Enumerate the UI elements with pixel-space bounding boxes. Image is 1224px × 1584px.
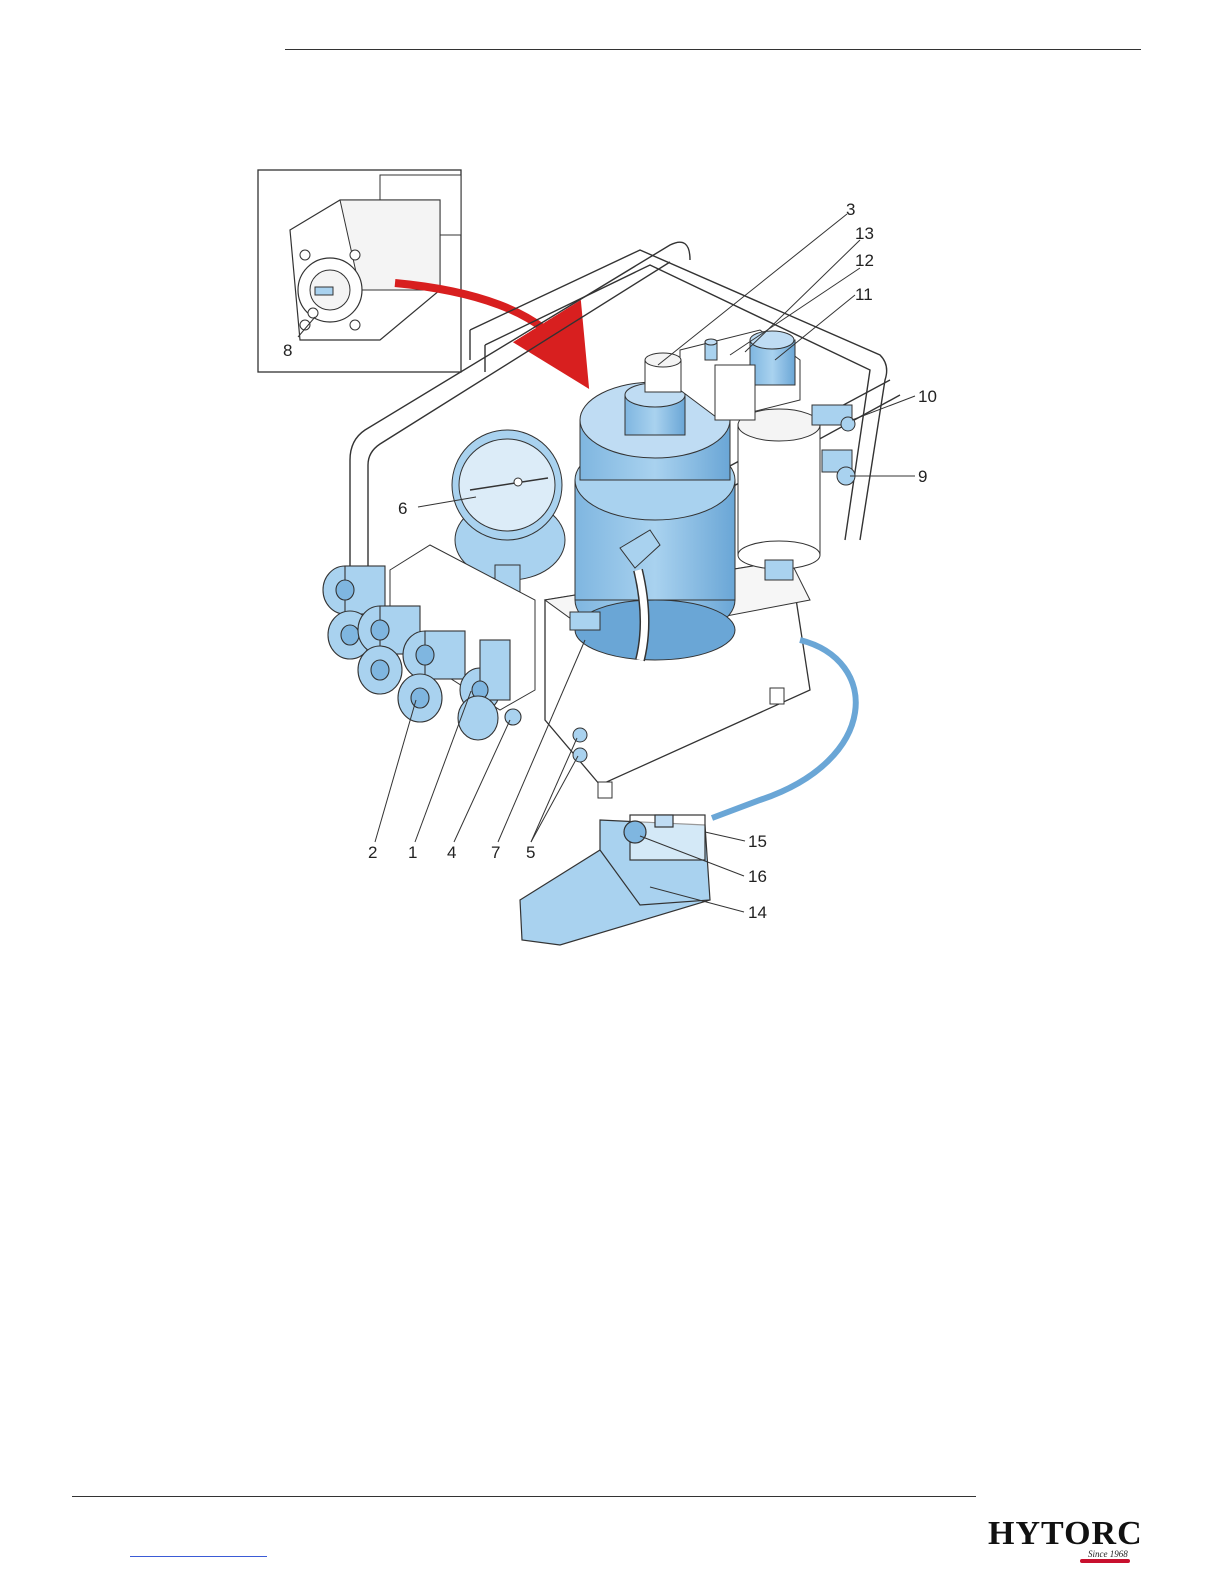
logo-wordmark: HYTORC [988,1515,1143,1553]
footer-rule [72,1496,976,1497]
callout-4: 4 [447,843,456,862]
callout-3: 3 [846,200,855,219]
callout-14: 14 [748,903,767,922]
oil-filter [738,409,820,580]
callout-8: 8 [283,341,292,360]
callout-12: 12 [855,251,874,270]
logo-since: Since 1968 [1088,1549,1128,1559]
callout-15: 15 [748,832,767,851]
callout-6: 6 [398,499,407,518]
callout-5: 5 [526,843,535,862]
logo-swoosh [1080,1559,1130,1563]
callout-9: 9 [918,467,927,486]
callout-2: 2 [368,843,377,862]
callout-11: 11 [855,285,873,304]
callout-7: 7 [491,843,500,862]
callout-13: 13 [855,224,874,243]
callout-16: 16 [748,867,767,886]
footer-link-underline[interactable] [130,1556,267,1557]
hytorc-logo: HYTORC Since 1968 [988,1515,1148,1565]
remote-pendant [520,815,710,945]
callout-10: 10 [918,387,937,406]
callout-1: 1 [408,843,417,862]
